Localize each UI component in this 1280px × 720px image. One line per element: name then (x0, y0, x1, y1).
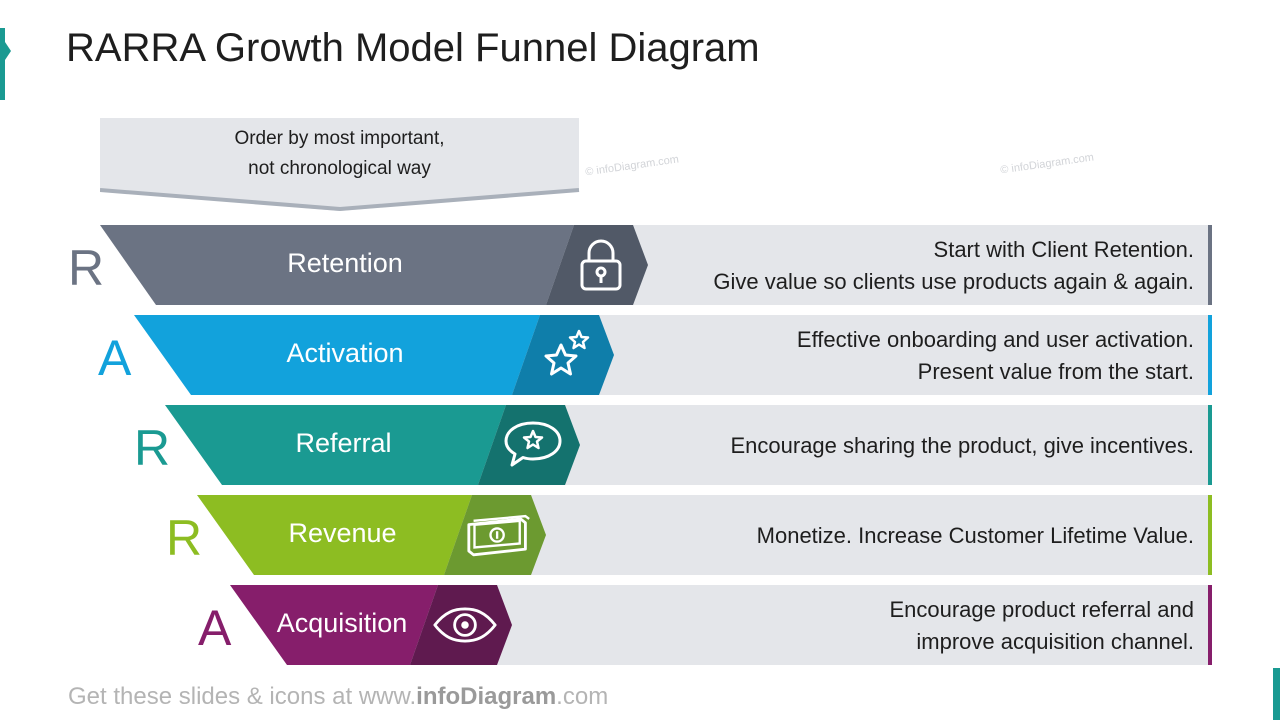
stage-band-body (165, 405, 506, 485)
accent-notch (5, 42, 11, 60)
stage-label: Acquisition (276, 608, 408, 638)
stage-description: Monetize. Increase Customer Lifetime Val… (757, 520, 1194, 552)
footer-prefix: Get these slides & icons at www. (68, 683, 417, 710)
stage-description-line: Encourage sharing the product, give ince… (730, 433, 1194, 458)
stage-band-body (134, 315, 540, 395)
stage-row-rule (1208, 585, 1212, 665)
stage-band (100, 225, 648, 305)
stage-label: Referral (295, 428, 392, 458)
stage-row-background (512, 315, 1208, 395)
stage-band-body (100, 225, 574, 305)
stage-letter: R (68, 240, 105, 296)
order-note-line-2: not chronological way (248, 158, 431, 179)
stage-row-background (444, 495, 1208, 575)
eye-icon (432, 597, 498, 653)
stage-band-body (197, 495, 472, 575)
stage-description-line: Encourage product referral and (889, 597, 1194, 622)
order-note-chevron (100, 188, 580, 212)
stage-label: Revenue (288, 518, 397, 548)
footer-brand: infoDiagram (416, 683, 557, 710)
stage-description-line: Monetize. Increase Customer Lifetime Val… (756, 523, 1194, 548)
stage-description: Encourage sharing the product, give ince… (730, 430, 1194, 462)
stage-band-arrow (478, 405, 580, 485)
accent-bar-left (0, 28, 5, 100)
footer-suffix: .com (556, 683, 609, 710)
watermark: © infoDiagram.com (584, 153, 680, 179)
stage-label: Retention (287, 248, 403, 278)
stage-letter: A (98, 330, 132, 386)
lock-icon (568, 237, 634, 293)
stage-row-rule (1208, 315, 1212, 395)
order-note: Order by most important, not chronologic… (100, 124, 579, 184)
stage-description-line: Give value so clients use products again… (713, 269, 1194, 294)
stage-description-line: improve acquisition channel. (916, 629, 1194, 654)
stage-label: Activation (286, 338, 404, 368)
footer-credit: Get these slides & icons at www.infoDiag… (68, 683, 608, 711)
money-icon (466, 507, 532, 563)
stage-description-line: Present value from the start. (917, 359, 1194, 384)
stage-band (165, 405, 580, 485)
stage-letter: R (134, 420, 171, 476)
stage-row-background (410, 585, 1208, 665)
stage-row-background (478, 405, 1208, 485)
watermark: © infoDiagram.com (999, 151, 1095, 177)
stage-description: Effective onboarding and user activation… (797, 324, 1194, 388)
chat-star-icon (500, 417, 566, 473)
stage-row-rule (1208, 495, 1212, 575)
stage-band (134, 315, 614, 395)
stage-row-rule (1208, 405, 1212, 485)
stars-icon (534, 327, 600, 383)
stage-band-arrow (512, 315, 614, 395)
stage-band-arrow (444, 495, 546, 575)
accent-bar-right (1273, 668, 1280, 720)
stage-letter: R (166, 510, 203, 566)
stage-description-line: Start with Client Retention. (933, 237, 1194, 262)
stage-band-body (230, 585, 438, 665)
stage-row-background (546, 225, 1208, 305)
stage-row-rule (1208, 225, 1212, 305)
order-note-line-1: Order by most important, (234, 128, 445, 149)
stage-band-arrow (546, 225, 648, 305)
stage-letter: A (198, 600, 232, 656)
stage-description-line: Effective onboarding and user activation… (796, 327, 1194, 352)
stage-band (197, 495, 546, 575)
stage-description: Start with Client Retention. Give value s… (713, 234, 1194, 298)
stage-description: Encourage product referral and improve ac… (889, 594, 1194, 658)
page-title: RARRA Growth Model Funnel Diagram (66, 26, 760, 70)
